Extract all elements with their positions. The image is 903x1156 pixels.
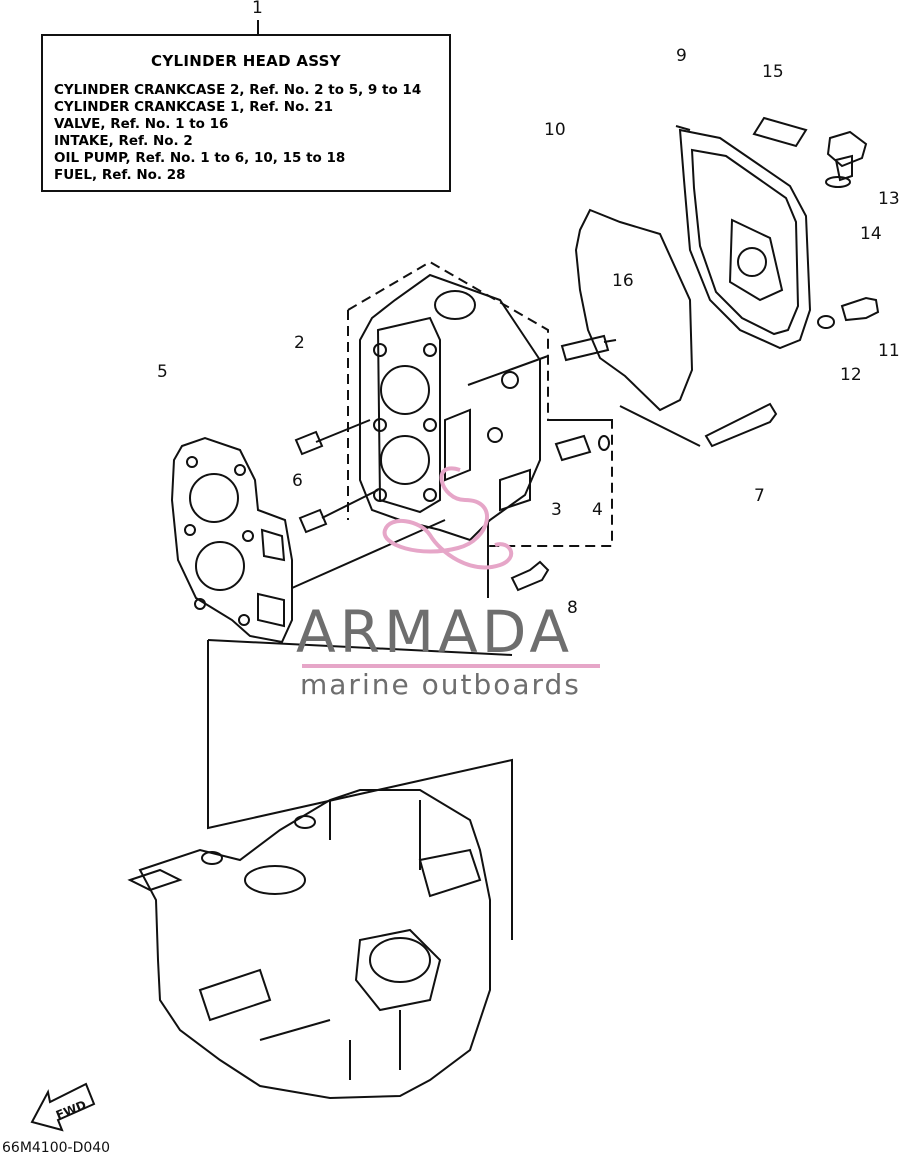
callout-12: 12 [840, 365, 862, 385]
cylinder-head [359, 273, 541, 542]
forward-arrow-icon [30, 1082, 96, 1132]
alignment-lines [207, 640, 513, 940]
info-line: OIL PUMP, Ref. No. 1 to 6, 10, 15 to 18 [54, 150, 346, 166]
callout-7: 7 [754, 486, 765, 506]
diagram-code: 66M4100-D040 [2, 1140, 111, 1156]
watermark: ARMADA marine outboards [296, 600, 606, 702]
callout-2: 2 [294, 333, 305, 353]
watermark-rule [302, 664, 600, 668]
callout-11: 11 [878, 341, 900, 361]
caution-label [752, 116, 808, 148]
callout-1: 1 [252, 0, 263, 18]
head-gasket [170, 436, 293, 644]
bolt-7 [704, 402, 778, 448]
bolt-11 [840, 296, 880, 322]
callout-14: 14 [860, 224, 882, 244]
callout-16: 16 [612, 271, 634, 291]
callout-13: 13 [878, 189, 900, 209]
callout-9: 9 [676, 46, 687, 66]
cover-gasket [574, 208, 694, 412]
info-box: CYLINDER HEAD ASSY CYLINDER CRANKCASE 2,… [41, 34, 451, 192]
callout-3: 3 [551, 500, 562, 520]
callout-4: 4 [592, 500, 603, 520]
bolt-8 [510, 560, 550, 592]
watermark-name: ARMADA [296, 598, 574, 666]
callout-15: 15 [762, 62, 784, 82]
o-ring-small [598, 435, 610, 451]
callout-6: 6 [292, 471, 303, 491]
info-line: FUEL, Ref. No. 28 [54, 167, 186, 183]
head-cover [675, 125, 812, 350]
info-line: VALVE, Ref. No. 1 to 16 [54, 116, 229, 132]
callout-10: 10 [544, 120, 566, 140]
thermostat [554, 434, 592, 462]
crankcase-block [127, 789, 491, 1100]
watermark-tagline: marine outboards [300, 668, 581, 701]
info-box-lines: CYLINDER CRANKCASE 2, Ref. No. 2 to 5, 9… [54, 82, 421, 184]
info-line: INTAKE, Ref. No. 2 [54, 133, 193, 149]
callout-8: 8 [567, 598, 578, 618]
oil-filler-cap [825, 130, 868, 188]
info-line: CYLINDER CRANKCASE 1, Ref. No. 21 [54, 99, 333, 115]
washer-12 [817, 315, 835, 329]
info-box-title: CYLINDER HEAD ASSY [151, 52, 341, 70]
info-line: CYLINDER CRANKCASE 2, Ref. No. 2 to 5, 9… [54, 82, 422, 98]
spark-plug [467, 334, 617, 386]
callout-5: 5 [157, 362, 168, 382]
dowel-pins [294, 419, 379, 534]
